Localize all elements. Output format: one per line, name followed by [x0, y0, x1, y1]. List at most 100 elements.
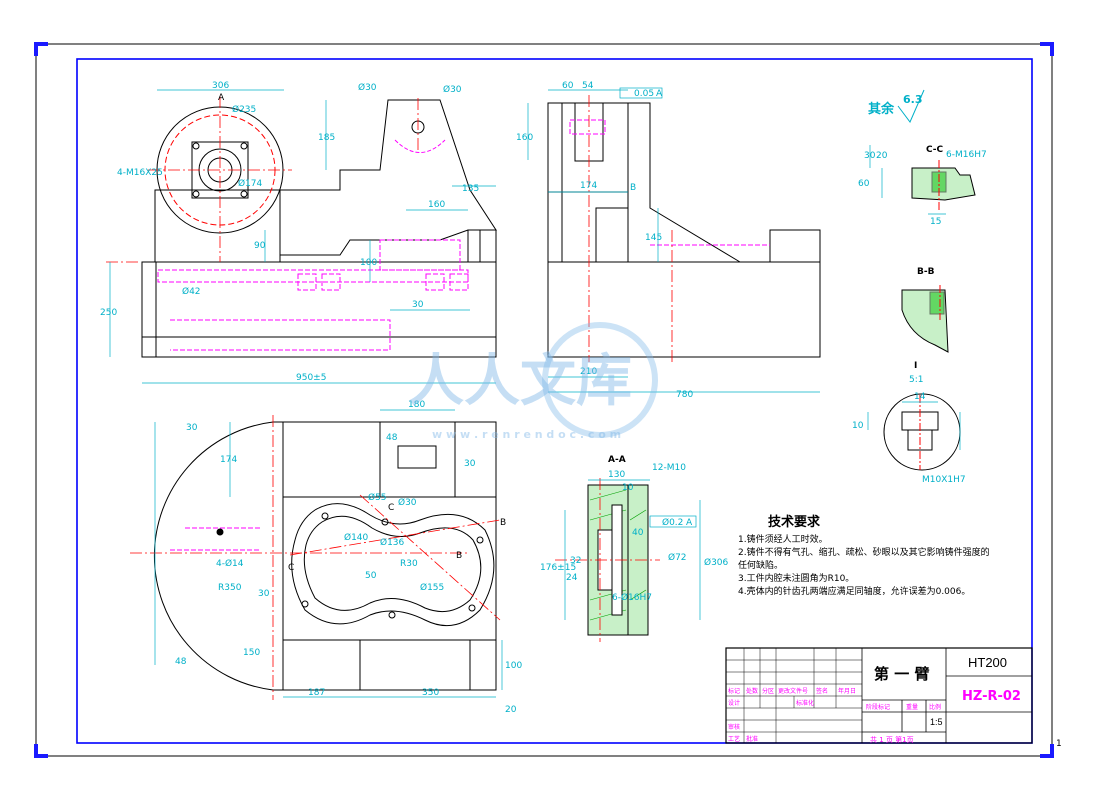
- dim-d155: Ø155: [420, 582, 444, 593]
- aa-dim-12-m10: 12-M10: [652, 463, 686, 473]
- sheet-frame: 1: [34, 42, 1062, 758]
- dim-48b: 48: [175, 657, 187, 667]
- dim-d136: Ø136: [380, 537, 405, 548]
- i-dim-m10: M10X1H7: [922, 475, 966, 485]
- dim-d174: Ø174: [238, 178, 263, 189]
- tb-h-mark: 标记: [728, 687, 740, 695]
- dim-30b: 30: [464, 459, 476, 469]
- dim-780: 780: [676, 390, 693, 400]
- dim-187: 187: [308, 688, 325, 698]
- dim-30: 30: [412, 300, 424, 310]
- cc-dim-20: 20: [876, 151, 888, 161]
- dim-48t: 48: [386, 433, 398, 443]
- dim-30t: 30: [186, 423, 198, 433]
- sheet-number: 1: [1056, 739, 1062, 749]
- aa-dim-32: 32: [570, 556, 581, 566]
- tb-sheet-info: 共 1 页 第1页: [870, 735, 914, 744]
- i-dim-14: 14: [914, 392, 926, 402]
- dim-90: 90: [254, 241, 266, 251]
- section-bb-title: B-B: [917, 267, 935, 277]
- tech-req-item-1: 1.铸件须经人工时效。: [738, 533, 828, 545]
- tb-scale: 1:5: [930, 717, 943, 727]
- top-dim-labels: 180 30 174 48 30 Ø136 R350 4-Ø14 30 150 …: [175, 400, 522, 715]
- tb-part-name: 第 一 臂: [874, 665, 929, 683]
- tb-h-date: 年月日: [838, 687, 856, 695]
- dim-174t: 174: [220, 455, 237, 465]
- section-cc-title: C-C: [926, 145, 944, 155]
- watermark-url: w w w . r e n r e n d o c . c o m: [432, 428, 621, 441]
- dim-d30b: Ø30: [443, 84, 462, 95]
- dim-350: 350: [422, 688, 439, 698]
- side-dim-labels: 60 54 0.05 A 160 174 145 210 780 B: [516, 81, 693, 400]
- dim-30c: 30: [258, 589, 270, 599]
- dim-185: 185: [318, 133, 335, 143]
- section-aa: A-A 130 10 12-M10 Ø0.2 A 176±15 Ø72 Ø306…: [540, 455, 729, 642]
- tb-h-design: 设计: [728, 699, 740, 707]
- dim-150: 150: [243, 648, 260, 658]
- tb-h-weight: 重量: [906, 703, 918, 711]
- dim-d140: Ø140: [344, 532, 369, 543]
- aa-dim-40: 40: [632, 528, 644, 538]
- cc-dim-15: 15: [930, 217, 941, 227]
- aa-dim-6-d16h7: 6-Ø16H7: [612, 592, 652, 603]
- dim-210: 210: [580, 367, 597, 377]
- dim-d42: Ø42: [182, 286, 201, 297]
- detail-i-scale: 5:1: [909, 375, 923, 385]
- tb-h-process: 工艺: [728, 735, 740, 743]
- tb-h-review: 审核: [728, 723, 740, 731]
- tb-h-standard: 标准化: [796, 699, 814, 707]
- top-view: 180 30 174 48 30 Ø136 R350 4-Ø14 30 150 …: [130, 400, 522, 715]
- front-view: 306 Ø235 Ø174 4-M16X25 Ø30 Ø30 185 135 1…: [100, 81, 497, 384]
- tb-h-change: 更改文件号: [778, 687, 808, 695]
- dim-d235: Ø235: [232, 104, 256, 115]
- tech-req-title: 技术要求: [768, 514, 821, 530]
- tech-req-item-3: 任何缺陷。: [738, 559, 783, 571]
- dim-d30a: Ø30: [358, 82, 377, 93]
- dim-100t: 100: [505, 661, 522, 671]
- section-c-1: C: [388, 503, 394, 513]
- tb-material: HT200: [968, 655, 1007, 670]
- dim-4-m16x25: 4-M16X25: [117, 168, 163, 178]
- watermark: 人人文库 w w w . r e n r e n d o c . c o m: [408, 322, 658, 441]
- dim-r30: R30: [400, 559, 418, 569]
- dim-4-d14: 4-Ø14: [216, 558, 244, 569]
- aa-dim-130: 130: [608, 470, 625, 480]
- dim-100: 100: [360, 258, 377, 268]
- dim-50: 50: [365, 571, 377, 581]
- dim-54: 54: [582, 81, 594, 91]
- aa-dim-24: 24: [566, 573, 578, 583]
- tb-h-scale: 比例: [929, 703, 941, 711]
- aa-dim-d306: Ø306: [704, 557, 729, 568]
- dim-306: 306: [212, 81, 229, 91]
- section-c-2: C: [288, 563, 294, 573]
- cc-dim-6-m16h7: 6-M16H7: [946, 150, 987, 160]
- aa-dim-d72: Ø72: [668, 552, 687, 563]
- dim-160: 160: [428, 200, 445, 210]
- watermark-brand: 人人文库: [408, 349, 632, 414]
- dim-950: 950±5: [296, 373, 326, 383]
- tb-h-stage: 阶段标记: [866, 703, 890, 711]
- section-mark-a-top: A: [218, 93, 225, 103]
- datum-b: B: [630, 183, 636, 193]
- section-b-2: B: [456, 551, 462, 561]
- dim-145: 145: [645, 233, 662, 243]
- tb-h-zone: 分区: [762, 687, 774, 695]
- tb-h-sign: 签名: [816, 687, 828, 695]
- dim-135: 135: [462, 184, 479, 194]
- roughness-value: 6.3: [903, 93, 923, 106]
- tech-req-item-4: 3.工件内腔未注圆角为R10。: [738, 572, 854, 584]
- tech-req-item-2: 2.铸件不得有气孔、缩孔、疏松、砂眼以及其它影响铸件强度的: [738, 546, 990, 558]
- tb-drawing-no: HZ-R-02: [962, 689, 1021, 704]
- dim-d30t: Ø30: [398, 497, 417, 508]
- dim-20: 20: [505, 705, 517, 715]
- dim-250: 250: [100, 308, 117, 318]
- dim-60: 60: [562, 81, 574, 91]
- i-dim-10: 10: [852, 421, 864, 431]
- cc-dim-30: 30: [864, 151, 876, 161]
- tol-005: 0.05: [634, 89, 654, 99]
- section-b-1: B: [500, 518, 506, 528]
- aa-dim-10: 10: [622, 483, 634, 493]
- detail-i-title: I: [914, 361, 917, 371]
- roughness-text: 其余: [868, 101, 895, 117]
- aa-dim-176: 176±15: [540, 563, 576, 573]
